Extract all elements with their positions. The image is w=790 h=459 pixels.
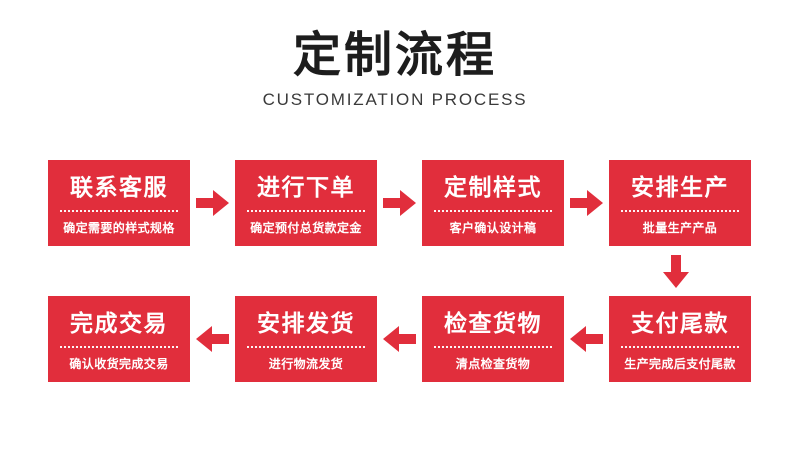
arrow-right-icon [570,190,603,216]
step-subtitle: 确认收货完成交易 [69,357,169,371]
step-divider [247,210,365,212]
step-subtitle: 确定预付总货款定金 [250,221,362,235]
process-step-3: 定制样式 客户确认设计稿 [422,160,564,246]
step-title: 支付尾款 [631,311,729,337]
step-subtitle: 清点检查货物 [455,357,531,371]
step-divider [621,210,739,212]
arrow-left-icon [570,326,603,352]
step-subtitle: 进行物流发货 [268,357,344,371]
process-step-7: 安排发货 进行物流发货 [235,296,377,382]
process-step-6: 检查货物 清点检查货物 [422,296,564,382]
arrow-right-icon [383,190,416,216]
arrow-left-icon [383,326,416,352]
step-title: 定制样式 [444,175,542,201]
step-title: 安排生产 [631,175,729,201]
step-title: 安排发货 [257,311,355,337]
process-step-4: 安排生产 批量生产产品 [609,160,751,246]
step-title: 进行下单 [257,175,355,201]
process-step-1: 联系客服 确定需要的样式规格 [48,160,190,246]
arrow-right-icon [196,190,229,216]
step-divider [621,346,739,348]
step-subtitle: 确定需要的样式规格 [63,221,175,235]
step-subtitle: 客户确认设计稿 [449,221,537,235]
page-subtitle: CUSTOMIZATION PROCESS [262,90,528,109]
step-divider [60,210,178,212]
step-title: 完成交易 [70,311,168,337]
page-title: 定制流程 [292,27,497,83]
step-divider [60,346,178,348]
step-divider [434,210,552,212]
step-title: 联系客服 [70,175,168,201]
arrow-left-icon [196,326,229,352]
arrow-down-icon [663,255,689,288]
step-subtitle: 批量生产产品 [642,221,718,235]
step-divider [434,346,552,348]
step-title: 检查货物 [444,311,542,337]
process-step-5: 支付尾款 生产完成后支付尾款 [609,296,751,382]
process-step-2: 进行下单 确定预付总货款定金 [235,160,377,246]
page-header: 定制流程 CUSTOMIZATION PROCESS [0,26,790,110]
step-divider [247,346,365,348]
step-subtitle: 生产完成后支付尾款 [624,357,736,371]
process-step-8: 完成交易 确认收货完成交易 [48,296,190,382]
